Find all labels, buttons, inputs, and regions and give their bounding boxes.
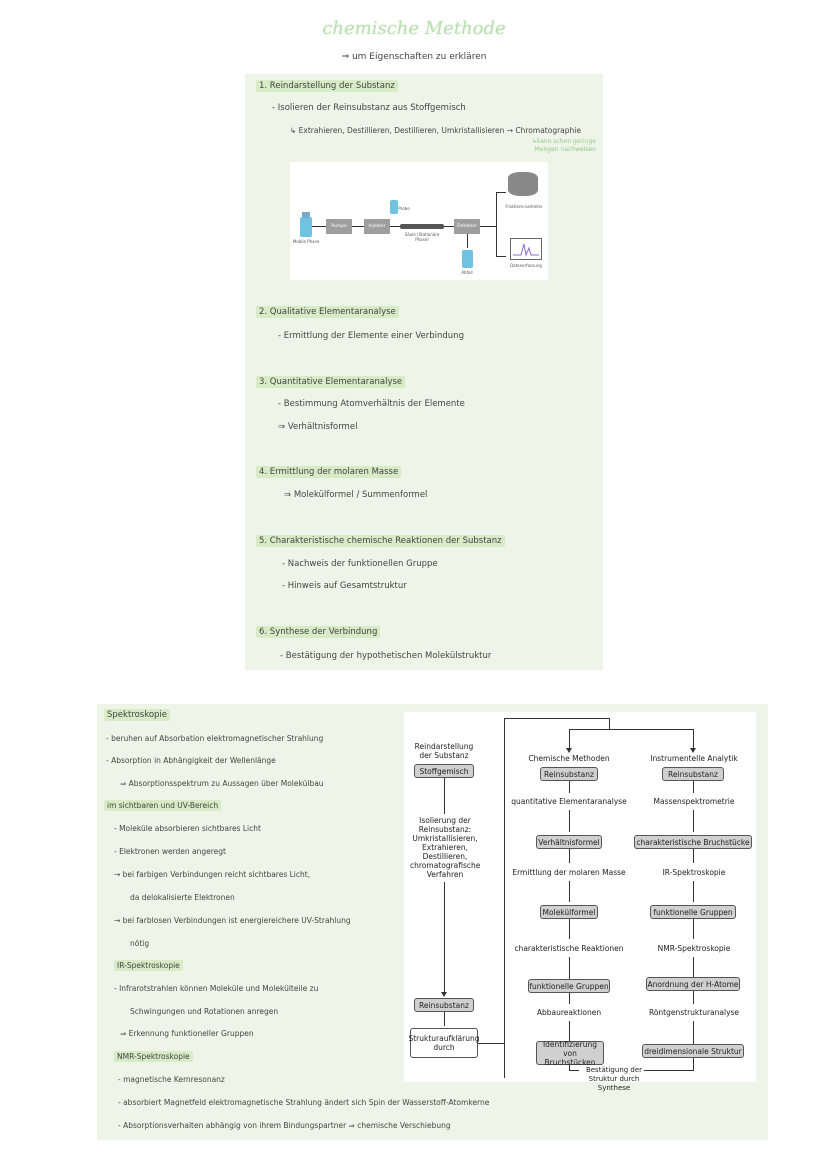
- spectro-line: da delokalisierte Elektronen: [130, 893, 235, 902]
- flow-mid-box: Reinsubstanz: [540, 767, 598, 781]
- flow-right-step: NMR-Spektroskopie: [657, 944, 731, 953]
- spectro-line: → bei farbigen Verbindungen reicht sicht…: [114, 870, 311, 879]
- flow-mid-box: Identifizierung von Bruchstücken: [536, 1040, 604, 1067]
- page-subtitle: ⇒ um Eigenschaften zu erklären: [341, 52, 487, 62]
- flow-reinsubstanz-left-box: Reinsubstanz: [414, 998, 474, 1012]
- waste-label: Abfall: [461, 270, 473, 275]
- spectro-line: - Absorptionsverhalten abhängig von ihre…: [118, 1121, 451, 1130]
- flow-left-title: Reindarstellung der Substanz: [414, 742, 474, 760]
- flow-right-box: dreidimensionale Struktur: [642, 1044, 744, 1058]
- spectro-line: - Moleküle absorbieren sichtbares Licht: [114, 824, 261, 833]
- section1-heading: 1. Reindarstellung der Substanz: [256, 80, 398, 92]
- flow-right-step: Röntgenstrukturanalyse: [648, 1008, 740, 1017]
- flow-mid-title: Chemische Methoden: [528, 754, 610, 763]
- spectro-line: Schwingungen und Rotationen anregen: [130, 1007, 279, 1016]
- detector-box: Detektor: [454, 219, 480, 234]
- spectro-line: - absorbiert Magnetfeld elektromagnetisc…: [118, 1098, 490, 1107]
- section5-line2: - Hinweis auf Gesamtstruktur: [282, 581, 407, 591]
- spectro-line: - beruhen auf Absorbation elektromagneti…: [106, 734, 324, 743]
- section1-line1: - Isolieren der Reinsubstanz aus Stoffge…: [272, 103, 466, 113]
- waste-bottle-icon: [462, 250, 473, 268]
- flow-mid-box: Verhältnisformel: [536, 835, 602, 849]
- flow-right-box: Anordnung der H-Atome: [646, 977, 740, 991]
- spectro-line: ⇒ Absorptionsspektrum zu Aussagen über M…: [120, 779, 324, 788]
- section1-line2: ↳ Extrahieren, Destillieren, Destilliere…: [290, 126, 581, 135]
- spectro-line: - Elektronen werden angeregt: [114, 847, 226, 856]
- spectro-subheading: IR-Spektroskopie: [114, 960, 183, 971]
- spectro-line: → bei farblosen Verbindungen ist energie…: [114, 916, 351, 925]
- flow-right-step: Massenspektrometrie: [653, 797, 735, 806]
- flow-right-box: funktionelle Gruppen: [650, 905, 736, 919]
- flow-right-step: IR-Spektroskopie: [662, 868, 726, 877]
- spectro-subheading: NMR-Spektroskopie: [114, 1051, 193, 1062]
- section4-line1: ⇒ Molekülformel / Summenformel: [284, 490, 428, 500]
- flow-mid-step: Abbaureaktionen: [536, 1008, 602, 1017]
- flow-isolierung-text: Isolierung der Reinsubstanz: Umkristalli…: [410, 816, 481, 879]
- flow-right-title: Instrumentelle Analytik: [650, 754, 738, 763]
- spectro-subheading: im sichtbaren und UV-Bereich: [104, 800, 222, 811]
- pump-box: Pumpe: [326, 219, 352, 234]
- flow-mid-box: Molekülformel: [540, 905, 598, 919]
- section4-heading: 4. Ermittlung der molaren Masse: [256, 466, 402, 478]
- spectro-line: - magnetische Kernresonanz: [118, 1075, 225, 1084]
- flow-right-box: charakteristische Bruchstücke: [634, 835, 752, 849]
- probe-label: Probe: [398, 206, 410, 211]
- data-acquisition-label: Datenerfassung: [510, 263, 542, 268]
- flow-mid-step: quantitative Elementaranalyse: [511, 797, 627, 806]
- page-title: chemische Methode: [322, 18, 506, 39]
- fraction-collector-icon: [508, 172, 538, 196]
- section3-line1: - Bestimmung Atomverhältnis der Elemente: [278, 399, 465, 409]
- bottle-cap-icon: [302, 212, 310, 218]
- flow-strukturaufklaerung-box: Strukturaufklärung durch: [408, 1028, 480, 1058]
- flow-bestaetigung-text: Bestätigung der Struktur durch Synthese: [585, 1066, 643, 1092]
- monitor-icon: [510, 238, 542, 260]
- section5-line1: - Nachweis der funktionellen Gruppe: [282, 559, 438, 569]
- mobile-phase-label: Mobile Phase: [292, 239, 320, 244]
- section3-line2: ⇒ Verhältnisformel: [278, 422, 358, 432]
- flow-stoffgemisch-box: Stoffgemisch: [414, 764, 474, 778]
- section5-heading: 5. Charakteristische chemische Reaktione…: [256, 535, 505, 547]
- spectro-line: - Infrarotstrahlen können Moleküle und M…: [114, 984, 319, 993]
- mobile-phase-bottle-icon: [300, 217, 312, 237]
- flow-mid-step: Ermittlung der molaren Masse: [512, 868, 626, 877]
- section2-heading: 2. Qualitative Elementaranalyse: [256, 306, 399, 318]
- column-icon: [400, 224, 444, 229]
- analysis-flowchart: Reindarstellung der Substanz Stoffgemisc…: [404, 712, 756, 1092]
- probe-vial-icon: [390, 200, 398, 214]
- flow-mid-step: charakteristische Reaktionen: [514, 944, 624, 953]
- spectro-line: ⇒ Erkennung funktioneller Gruppen: [120, 1029, 254, 1038]
- fraction-collector-label: Fraktions-sammler: [505, 204, 543, 209]
- section3-heading: 3. Quantitative Elementaranalyse: [256, 376, 406, 388]
- chromatography-figure: Mobile Phase Pumpe Injektor Probe Säule …: [290, 162, 548, 280]
- section6-heading: 6. Synthese der Verbindung: [256, 626, 381, 638]
- column-label: Säule (Stationäre Phase): [404, 232, 440, 242]
- section2-line1: - Ermittlung der Elemente einer Verbindu…: [278, 331, 464, 341]
- flow-mid-box: funktionelle Gruppen: [528, 979, 610, 993]
- spectro-line: - Absorption in Abhängigkeit der Wellenl…: [106, 756, 276, 765]
- flow-right-box: Reinsubstanz: [662, 767, 724, 781]
- spectroscopy-heading: Spektroskopie: [104, 709, 171, 721]
- spectro-line: nötig: [130, 939, 150, 948]
- injector-box: Injektor: [364, 219, 390, 234]
- section6-line1: - Bestätigung der hypothetischen Molekül…: [280, 651, 492, 661]
- section1-note: ↳kann schon geringe Mengen nachweisen: [531, 138, 596, 153]
